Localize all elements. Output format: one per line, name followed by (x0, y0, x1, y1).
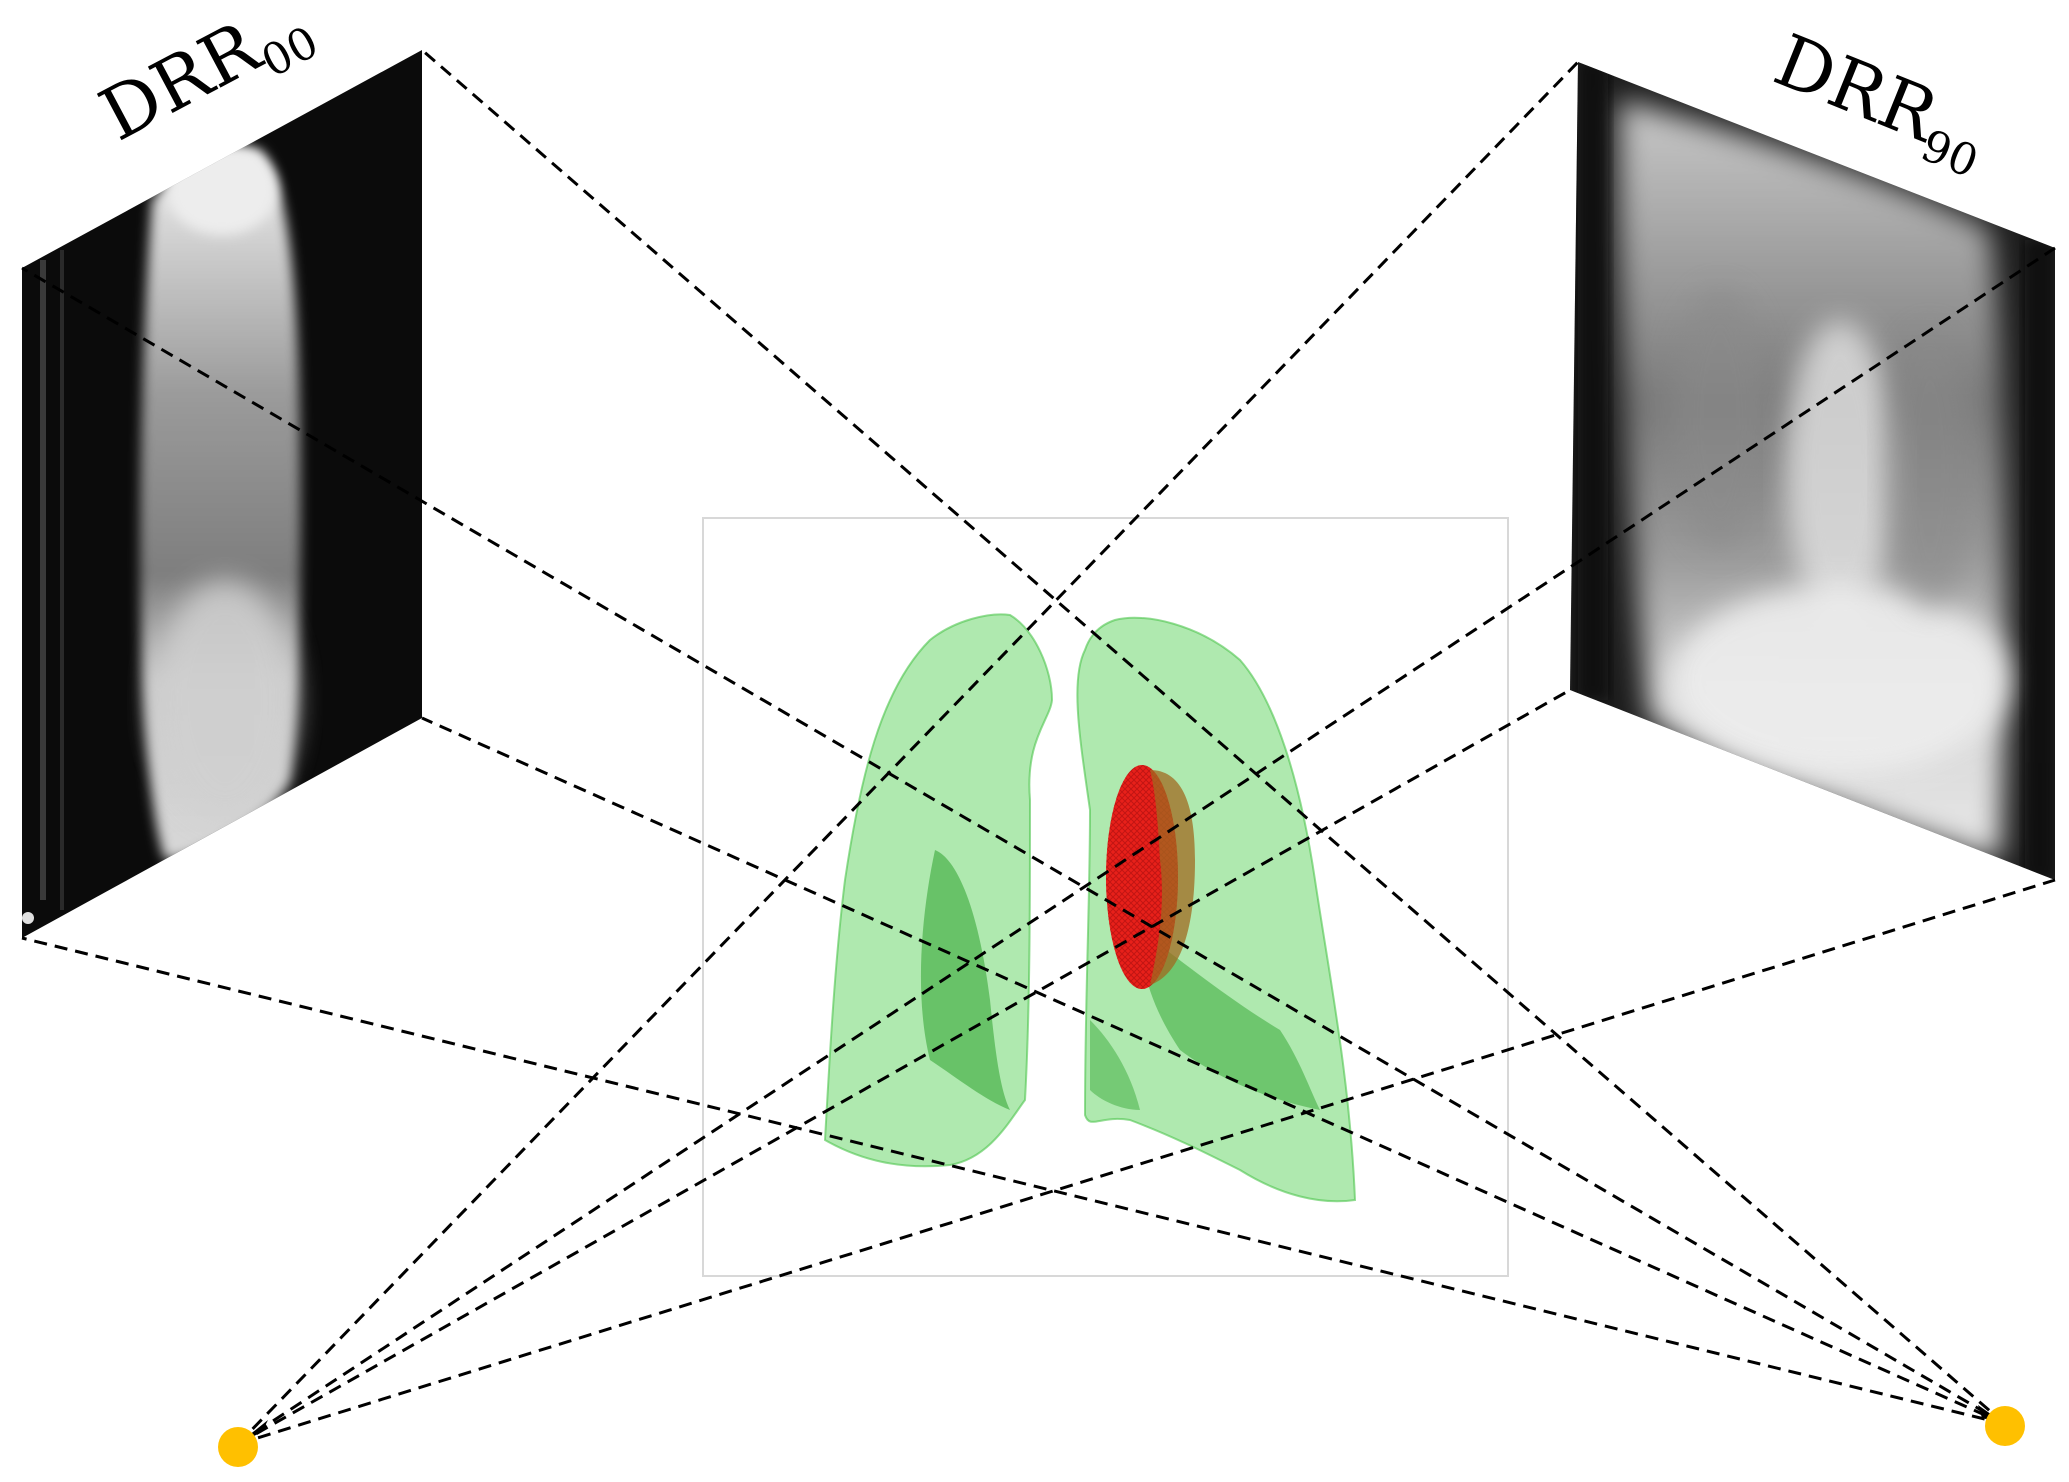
ray-line (237, 246, 2056, 1446)
ray-line (421, 48, 2006, 1426)
ray-line (21, 266, 2006, 1426)
volume-bounding-box (702, 517, 1509, 1277)
ray-line (237, 688, 1571, 1446)
drr-left-panel (22, 50, 422, 938)
right-source-point-icon (1985, 1406, 2025, 1446)
right-drr-label-text: DRR (1764, 18, 1951, 159)
lung-model (823, 613, 1357, 1203)
ray-line (236, 60, 1580, 1446)
left-drr-label-text: DRR (87, 4, 275, 157)
ray-line (237, 878, 2056, 1446)
drr-right-panel (1570, 62, 2055, 880)
ray-line (21, 936, 2006, 1426)
ray-line (421, 716, 2006, 1426)
projection-rays (21, 48, 2056, 1446)
left-source-point-icon (218, 1427, 258, 1467)
